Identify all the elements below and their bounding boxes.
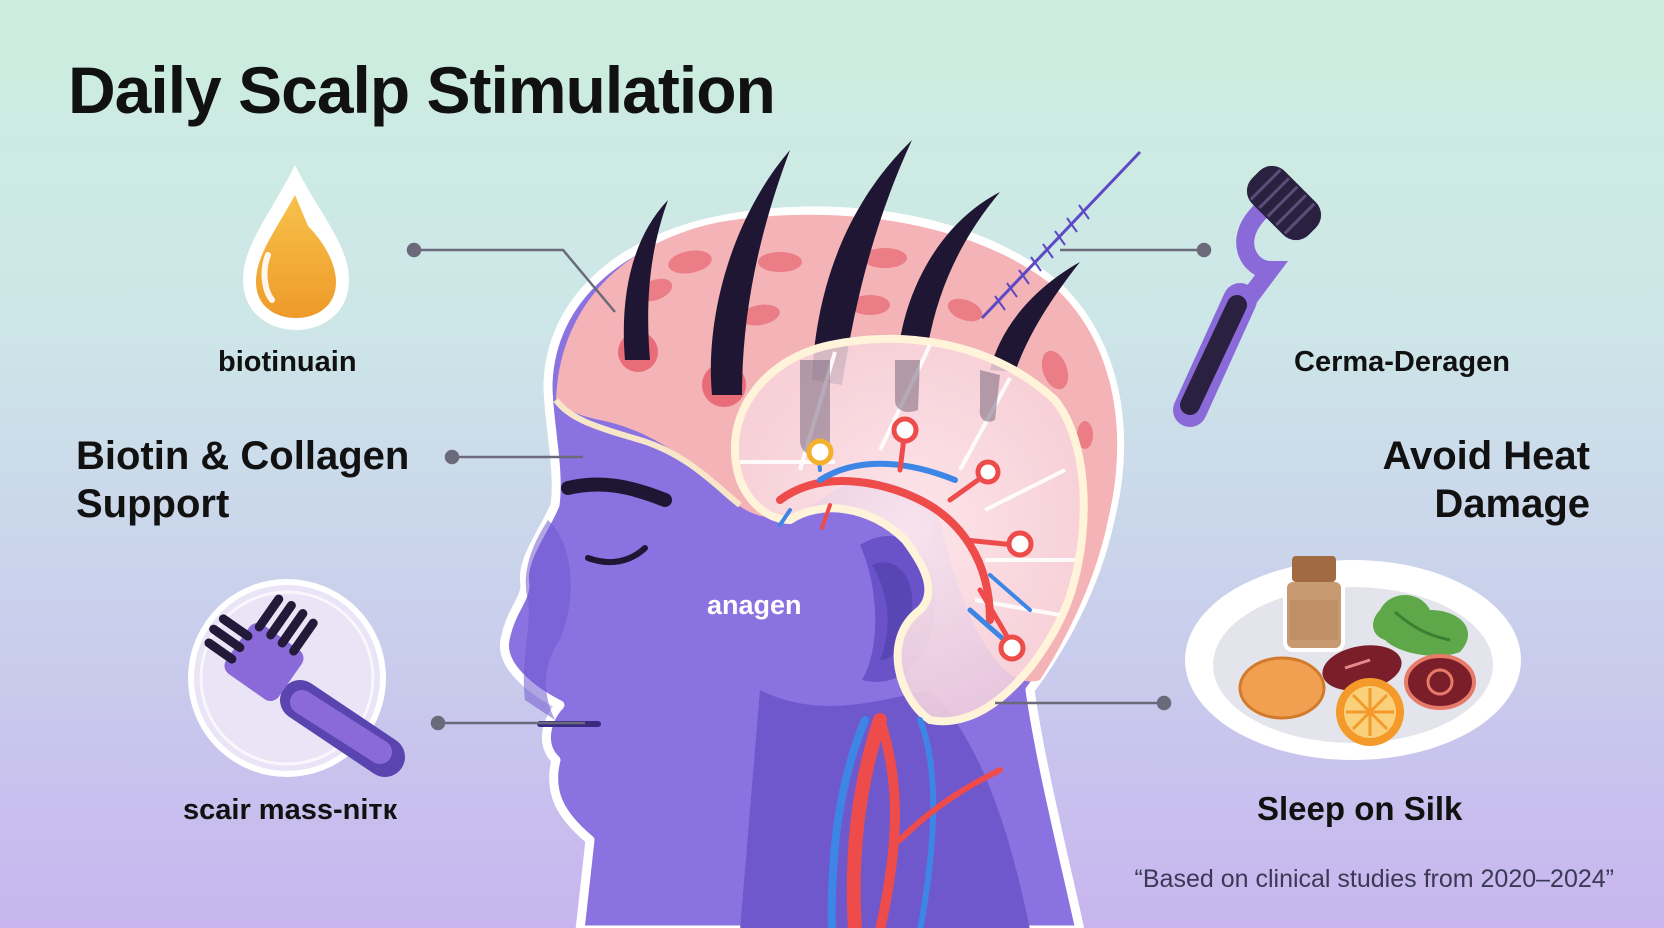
microneedle-line <box>980 150 1142 320</box>
biotin-collagen-label: Biotin & Collagen Support <box>76 432 409 528</box>
silk-label: Sleep on Silk <box>1257 790 1463 827</box>
avoid-heat-line1: Avoid Heat <box>1382 434 1590 478</box>
food-plate-icon <box>1185 556 1521 760</box>
neck-shadow <box>740 690 1030 928</box>
magnifier-lens <box>730 334 1088 726</box>
page-title: Daily Scalp Stimulation <box>68 53 776 127</box>
vessel-nodes <box>806 416 1034 662</box>
oil-drop-label: biotinuain <box>218 346 357 378</box>
oil-drop-icon <box>243 165 349 330</box>
face-shadow <box>523 520 571 720</box>
derma-roller-label: Cerma-Deragen <box>1294 346 1510 378</box>
neck-vessels <box>827 713 1003 928</box>
scalp-massager-label: scair mass-niтк <box>183 794 398 826</box>
avoid-heat-label: Avoid Heat Damage <box>1383 432 1590 528</box>
hair-strands <box>623 140 1080 395</box>
avoid-heat-line2: Damage <box>1434 482 1590 526</box>
closed-eye <box>585 545 648 566</box>
footnote: “Based on clinical studies from 2020–202… <box>1134 865 1614 893</box>
hairline <box>553 398 742 508</box>
biotin-collagen-line1: Biotin & Collagen <box>76 434 410 478</box>
scalp-massager-icon <box>188 579 405 777</box>
derma-roller-icon <box>1173 165 1322 427</box>
connector-lines <box>406 242 1212 731</box>
connector-oil <box>414 248 616 313</box>
eyebrow <box>561 477 672 507</box>
head-center-label: anagen <box>707 590 802 620</box>
biotin-collagen-line2: Support <box>76 482 230 526</box>
head-illustration <box>500 140 1142 928</box>
